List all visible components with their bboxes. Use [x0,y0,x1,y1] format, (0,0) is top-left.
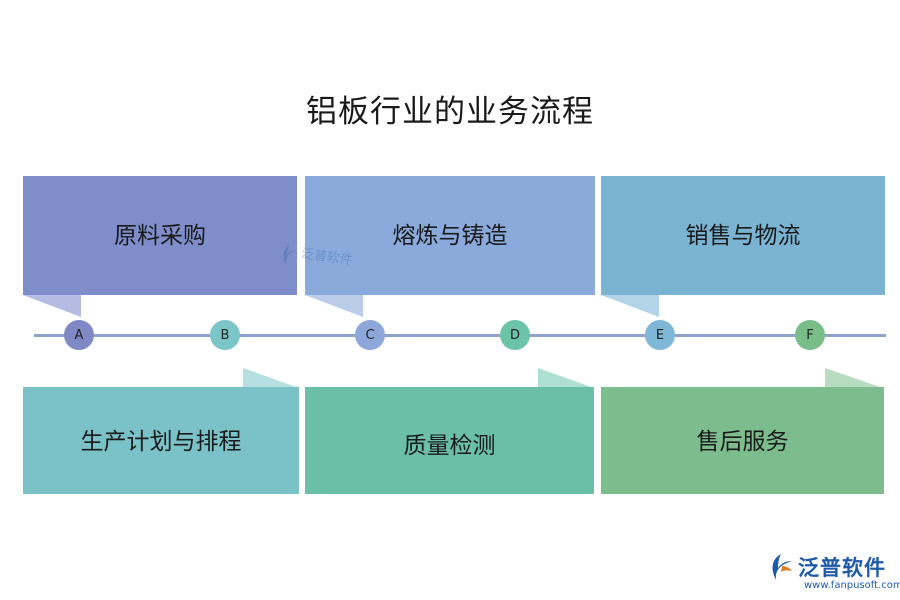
step-box-sales: 销售与物流 [601,176,885,295]
node-f: F [795,320,825,350]
fanpu-logo-icon [283,245,296,265]
step-label: 熔炼与铸造 [392,222,508,249]
top-flag-2 [305,295,363,317]
node-d: D [500,320,530,350]
node-letter: C [365,327,375,343]
step-box-after-sales: 售后服务 [601,387,884,494]
logo-url: www.fanpusoft.com [804,580,900,591]
brand-logo: 泛普软件 www.fanpusoft.com [768,552,900,591]
step-label: 售后服务 [696,428,789,455]
step-box-smelting: 熔炼与铸造 [305,176,595,295]
step-label: 原料采购 [114,222,206,249]
node-letter: A [74,327,84,343]
watermark-text: 泛普软件 [299,245,354,269]
top-flag-1 [23,295,81,317]
node-c: C [355,320,385,350]
step-label: 质量检测 [403,432,496,459]
node-b: B [210,320,240,350]
fanpu-logo-icon [772,554,792,580]
node-a: A [64,320,94,350]
bottom-flag-3 [825,368,883,388]
top-flag-3 [601,295,659,317]
step-box-raw-material: 原料采购 [23,176,297,295]
step-box-quality-inspection: 质量检测 [305,387,594,494]
node-e: E [645,320,675,350]
diagram-title: 铝板行业的业务流程 [306,94,594,130]
step-box-production-planning: 生产计划与排程 [23,387,299,494]
logo-name: 泛普软件 [798,556,886,580]
timeline-line [34,334,886,337]
node-letter: F [806,327,814,343]
node-letter: E [655,327,665,343]
watermark: 泛普软件 [280,244,354,269]
step-label: 销售与物流 [685,222,801,249]
step-label: 生产计划与排程 [80,428,242,455]
bottom-flag-1 [243,368,299,388]
node-letter: B [220,327,230,343]
bottom-flag-2 [538,368,594,388]
node-letter: D [509,327,520,343]
